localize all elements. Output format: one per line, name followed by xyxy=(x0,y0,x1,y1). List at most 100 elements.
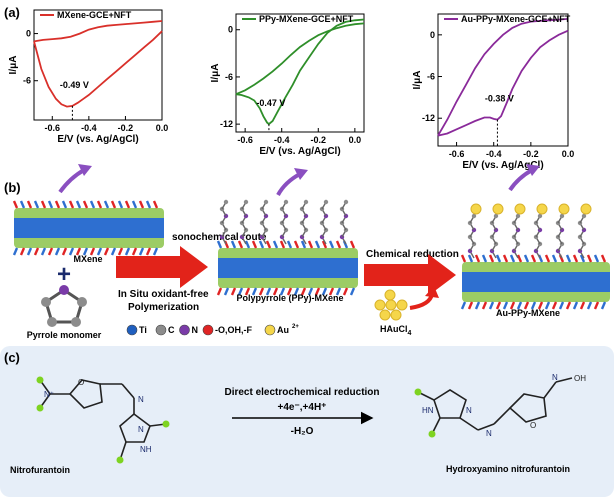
surface-spike xyxy=(495,254,502,263)
surface-spike xyxy=(33,247,40,256)
red-curved-arrow-head xyxy=(425,286,439,298)
plot-frame xyxy=(437,13,569,147)
surface-spike xyxy=(321,287,328,296)
surface-spike xyxy=(551,254,558,263)
legend-label: MXene-GCE+NFT xyxy=(57,10,132,20)
legend-item-label: Au xyxy=(277,325,289,335)
surface-spike xyxy=(481,254,488,263)
series-line-1 xyxy=(235,22,365,96)
x-tick-label: -0.6 xyxy=(449,149,465,159)
surface-spike xyxy=(265,240,272,249)
purple-arrow-head-3 xyxy=(526,164,540,176)
surface-spike xyxy=(258,287,265,296)
surface-spike xyxy=(244,240,251,249)
au-nanoparticle xyxy=(470,203,482,215)
surface-spike xyxy=(68,200,75,209)
surface-spike xyxy=(509,254,516,263)
surface-spike xyxy=(286,240,293,249)
surface-spike xyxy=(502,254,509,263)
y-tick-label: -12 xyxy=(220,119,233,129)
surface-spike xyxy=(349,240,356,249)
x-tick-label: -0.4 xyxy=(274,135,290,145)
p-o-atom-2 xyxy=(428,430,436,438)
panel-label-b: (b) xyxy=(4,180,21,195)
p-oh-label: OH xyxy=(574,374,586,383)
pyrrole-label: Pyrrole monomer xyxy=(27,330,102,340)
surface-spike xyxy=(251,287,258,296)
surface-spike xyxy=(279,287,286,296)
series-line-1 xyxy=(437,18,569,137)
surface-spike xyxy=(152,247,159,256)
surface-spike xyxy=(138,247,145,256)
surface-spike xyxy=(474,301,481,310)
reactant-label: Nitrofurantoin xyxy=(10,465,70,475)
x-tick-label: -0.4 xyxy=(486,149,502,159)
chemical-reduction-label: Chemical reduction xyxy=(366,249,459,260)
surface-spike xyxy=(488,254,495,263)
surface-spike xyxy=(272,287,279,296)
surface-spike xyxy=(258,240,265,249)
ppy-atom xyxy=(537,213,543,219)
panel-c-background xyxy=(0,346,614,497)
x-axis-label: E/V (vs. Ag/AgCl) xyxy=(462,160,543,171)
legend-label: PPy-MXene-GCE+NFT xyxy=(259,14,354,24)
byproduct-label: -H₂O xyxy=(291,426,314,437)
p-furan-o-label: O xyxy=(530,421,536,430)
legend-item-label: N xyxy=(192,325,199,335)
surface-spike xyxy=(509,301,516,310)
surface-spike xyxy=(223,287,230,296)
o-atom-1 xyxy=(36,376,44,384)
surface-spike xyxy=(110,200,117,209)
legend-dot xyxy=(202,324,214,336)
surface-spike xyxy=(216,240,223,249)
surface-spike xyxy=(124,247,131,256)
mxene-label: MXene xyxy=(73,254,102,264)
surface-spike xyxy=(537,301,544,310)
surface-spike xyxy=(530,301,537,310)
surface-spike xyxy=(516,301,523,310)
surface-spike xyxy=(47,247,54,256)
x-tick-label: 0.0 xyxy=(349,135,362,145)
surface-spike xyxy=(516,254,523,263)
surface-spike xyxy=(579,254,586,263)
surface-spike xyxy=(47,200,54,209)
panel-label-a: (a) xyxy=(4,5,20,20)
surface-spike xyxy=(237,287,244,296)
x-tick-label: 0.0 xyxy=(562,149,575,159)
surface-spike xyxy=(467,254,474,263)
plus-sign: + xyxy=(57,261,71,288)
surface-spike xyxy=(54,200,61,209)
surface-spike xyxy=(152,200,159,209)
surface-spike xyxy=(579,301,586,310)
surface-spike xyxy=(82,200,89,209)
y-tick-label: 0 xyxy=(228,25,233,35)
surface-spike xyxy=(110,247,117,256)
purple-arrow-head-1 xyxy=(78,164,92,176)
legend-item-label: Ti xyxy=(139,325,147,335)
surface-spike xyxy=(307,287,314,296)
ppy-atom xyxy=(243,199,249,205)
surface-spike xyxy=(572,301,579,310)
ppy-atom xyxy=(515,213,521,219)
ring-n-label: N xyxy=(138,425,144,434)
surface-spike xyxy=(26,200,33,209)
y-tick-label: -6 xyxy=(427,72,435,82)
au-nanoparticle xyxy=(558,203,570,215)
surface-spike xyxy=(75,247,82,256)
surface-spike xyxy=(335,240,342,249)
legend-dot xyxy=(179,324,190,336)
purple-arrow-head-2 xyxy=(294,168,308,180)
surface-spike xyxy=(586,254,593,263)
legend-label: Au-PPy-MXene-GCE+NFT xyxy=(461,14,571,24)
panel-label-c: (c) xyxy=(4,350,20,365)
surface-spike xyxy=(565,254,572,263)
furan-o-label: O xyxy=(78,378,84,387)
legend-dot xyxy=(126,324,138,336)
p-o-atom-1 xyxy=(414,388,422,396)
surface-spike xyxy=(523,254,530,263)
surface-spike xyxy=(593,254,600,263)
y-tick-label: -12 xyxy=(422,113,435,123)
